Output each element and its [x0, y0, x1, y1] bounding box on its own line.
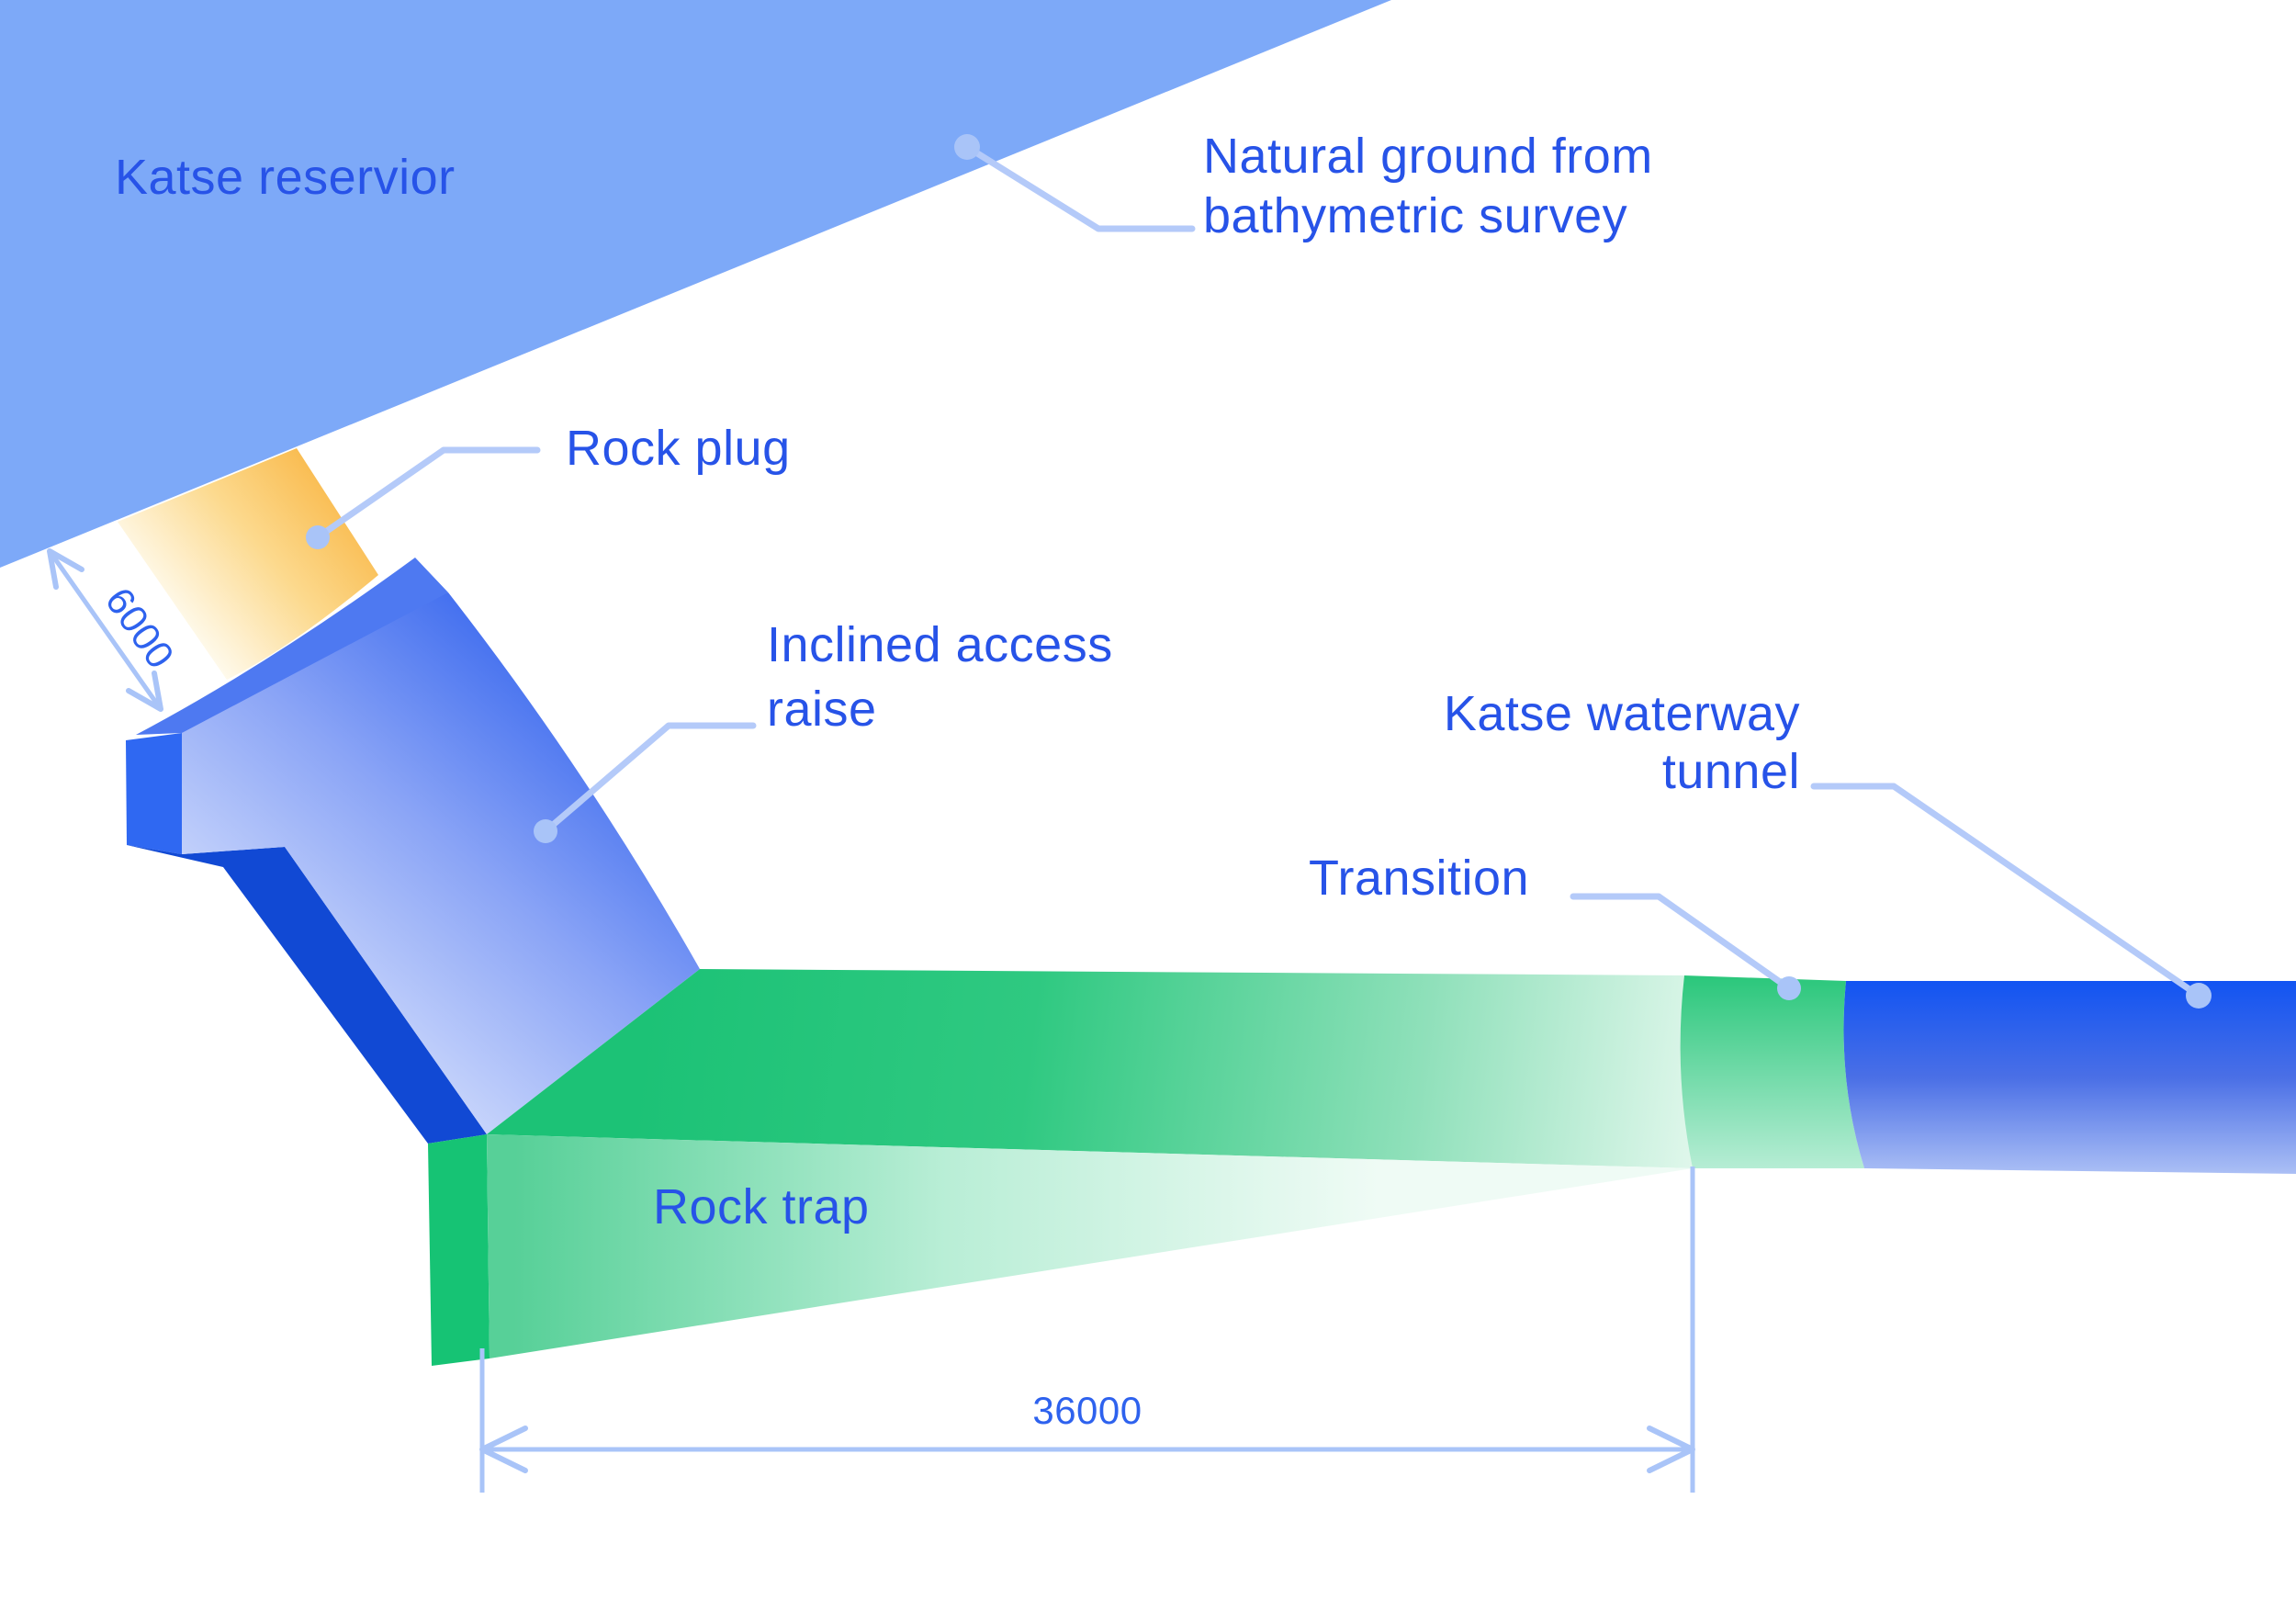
leader-lines-group [306, 134, 2212, 1009]
inclined-raise-leader-line [542, 722, 757, 835]
label-natural-ground-line1: Natural ground from [1203, 129, 1653, 184]
waterway-tunnel-segment [1843, 981, 2296, 1174]
reservoir-water-body [0, 0, 1391, 568]
dim-36000-arrowhead-left-icon [479, 1426, 528, 1473]
dim-6000-arrowhead-top-icon [47, 548, 84, 590]
natural-ground-leader-line [963, 143, 1196, 232]
label-transition: Transition [1309, 851, 1529, 906]
raise-main-face [182, 592, 700, 1134]
raise-top-bevel-face [136, 558, 448, 735]
inclined-raise-leader-dot [534, 819, 557, 843]
label-inclined-access-line2: raise [767, 682, 877, 737]
label-inclined-access-line1: Inclined access [767, 617, 1113, 672]
rock-plug-leader-line [314, 446, 541, 541]
rock-trap-left-face [428, 1134, 490, 1366]
dim-6000-line [47, 549, 163, 711]
label-natural-ground-line2: bathymetric survey [1203, 188, 1627, 243]
label-rock-trap: Rock trap [653, 1179, 870, 1234]
dim-36000-arrowhead-right-icon [1647, 1426, 1695, 1473]
waterway-tunnel-leader-dot [2186, 983, 2212, 1009]
label-katse-reservoir: Katse reservior [115, 150, 456, 205]
rock-trap-front-face [487, 969, 1693, 1168]
transition-leader-dot [1777, 976, 1801, 1000]
label-katse-waterway-line1: Katse waterway [1444, 686, 1800, 741]
transition-leader-line [1570, 893, 1793, 992]
transition-segment [1680, 975, 1864, 1168]
dim-6000-arrowhead-bottom-icon [126, 671, 163, 712]
rock-plug-leader-dot [306, 525, 330, 549]
dim-36000-group: 36000 [479, 1167, 1695, 1493]
rock-trap-bottom-face [487, 1134, 1693, 1358]
raise-dark-side-face [127, 845, 487, 1144]
raise-left-head-face [126, 733, 182, 854]
waterway-tunnel-leader-line [1810, 783, 2202, 999]
dim-36000-value: 36000 [1032, 1389, 1142, 1432]
label-rock-plug: Rock plug [566, 421, 791, 476]
rock-plug-shape [118, 448, 378, 680]
natural-ground-leader-dot [954, 134, 980, 160]
label-katse-waterway-line2: tunnel [1662, 744, 1800, 799]
